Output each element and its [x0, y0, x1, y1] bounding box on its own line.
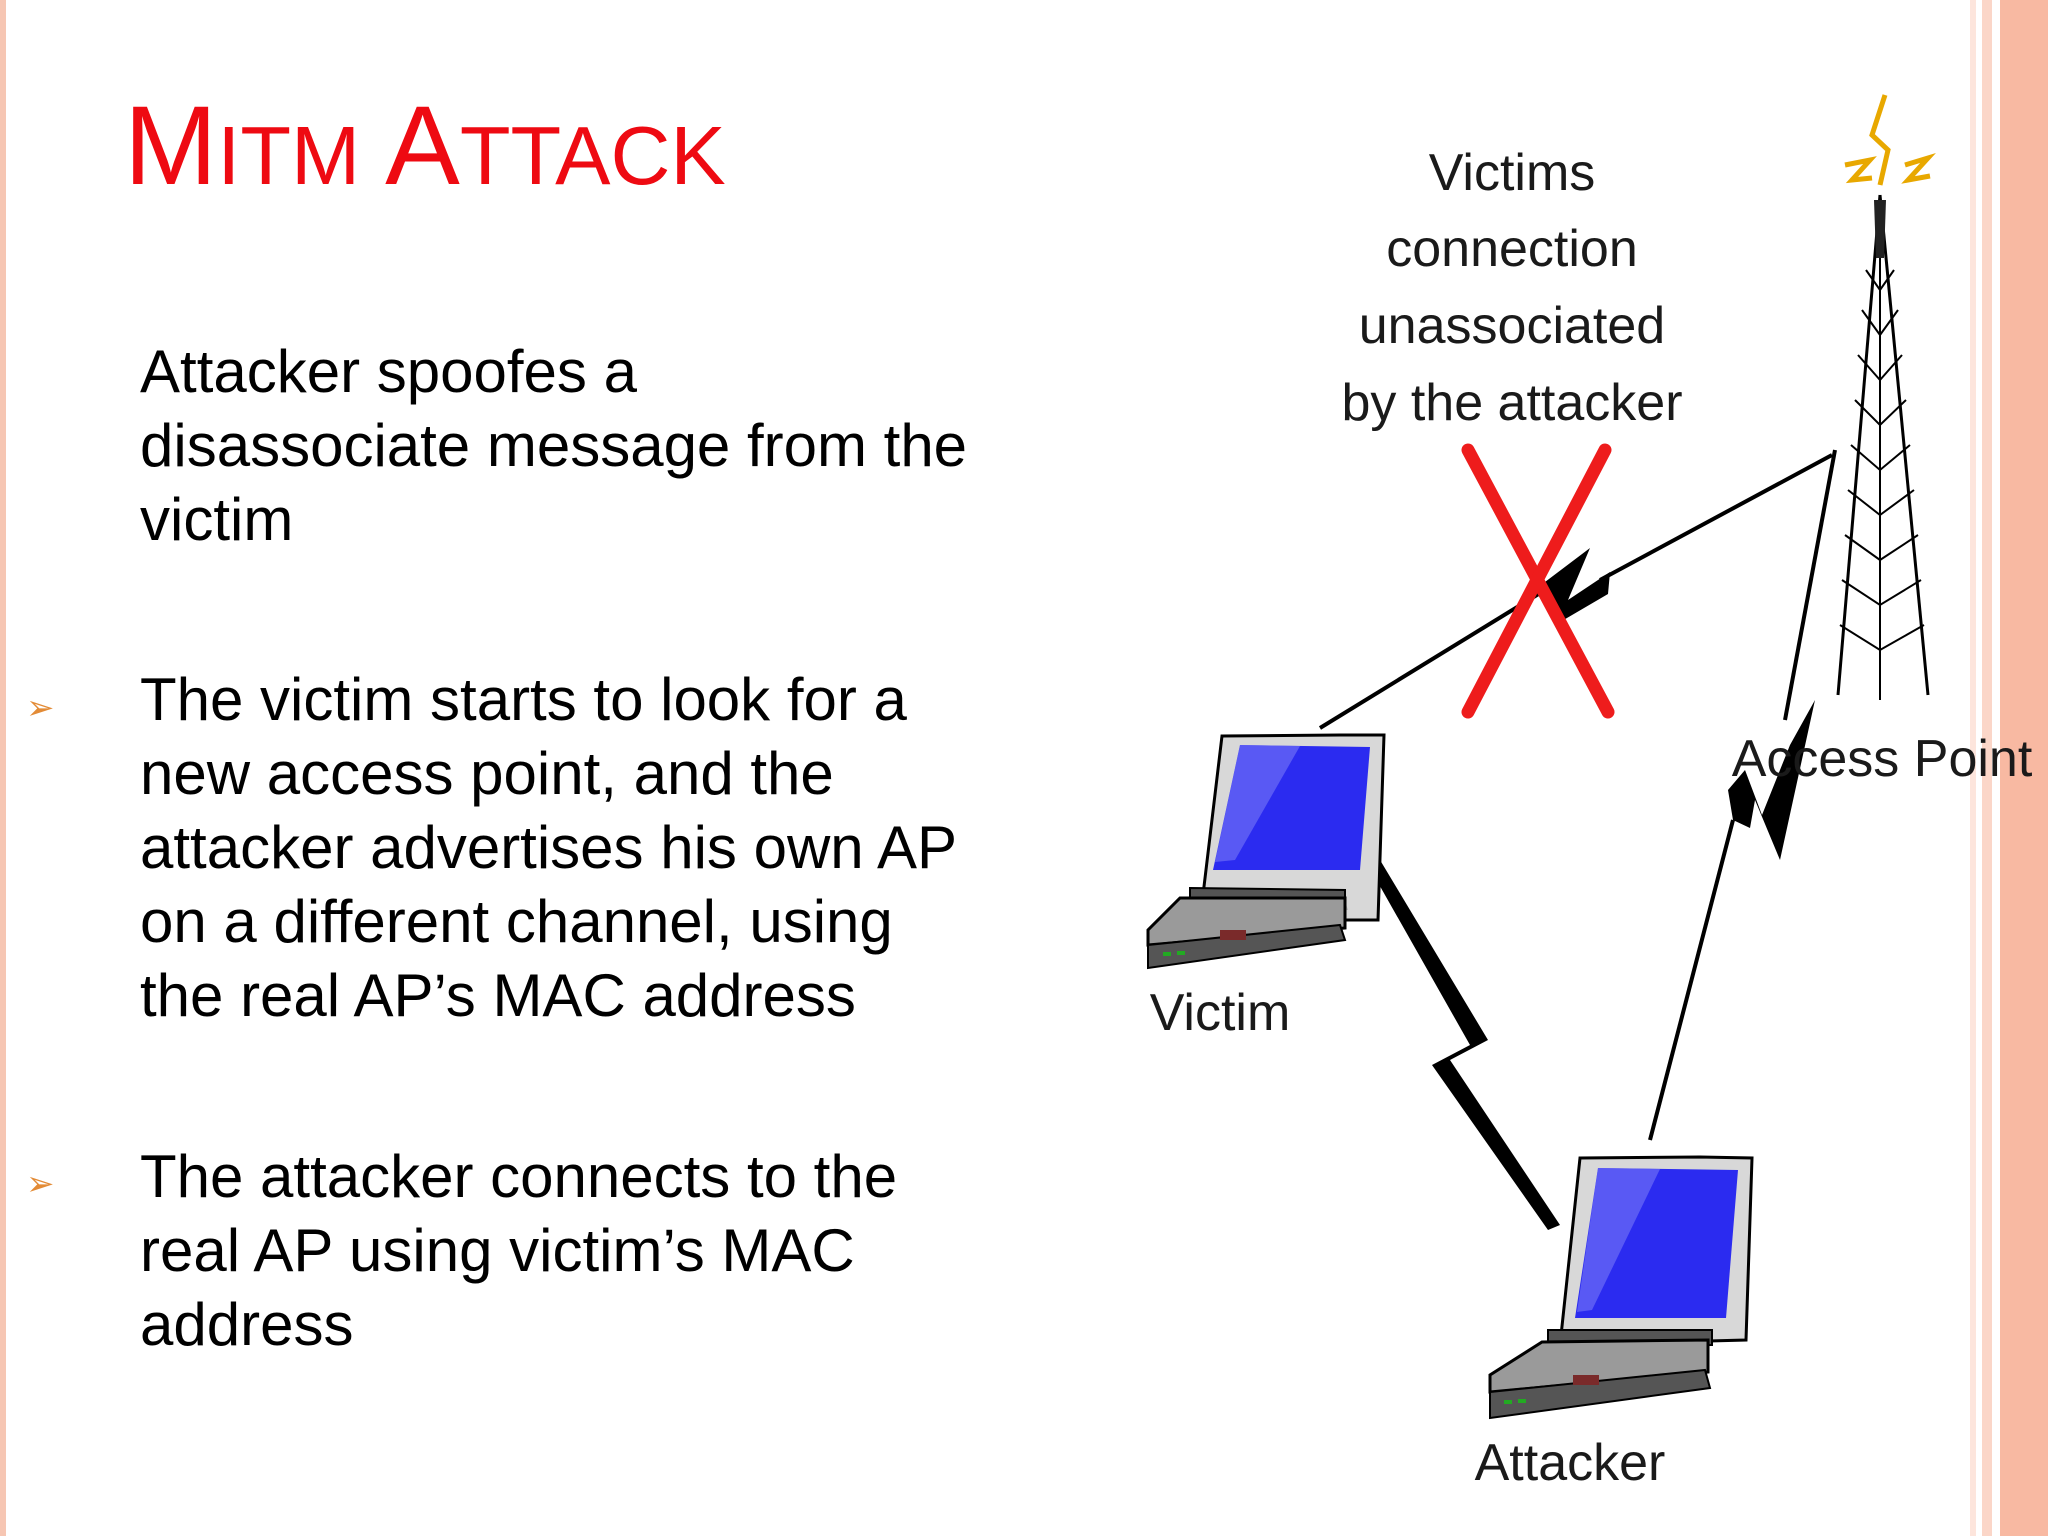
right-border-stripe [1970, 0, 1976, 1536]
right-border-stripe [1982, 0, 1992, 1536]
victim-attacker-lightning-link-icon [1368, 860, 1560, 1230]
paragraph-victim-search: The victim starts to look for a new acce… [140, 666, 958, 1029]
victim-ap-lightning-link-icon [1318, 453, 1833, 730]
attacker-laptop-icon [1488, 1155, 1754, 1420]
antenna-tower-icon [1836, 94, 1936, 700]
title-rest: TTACK [459, 109, 726, 202]
title-rest: ITM [217, 109, 361, 202]
paragraph-spoof: Attacker spoofes a disassociate message … [140, 338, 968, 553]
note-line: connection [1386, 220, 1638, 278]
note-line: Victims [1429, 144, 1596, 202]
left-border [0, 0, 6, 1536]
slide-title: MITM ATTACK [124, 90, 726, 202]
note-line: by the attacker [1341, 374, 1682, 432]
note-line: unassociated [1359, 297, 1665, 355]
victim-laptop-icon [1146, 733, 1386, 970]
paragraph-attacker-connects: The attacker connects to the real AP usi… [140, 1143, 898, 1358]
access-point-label: Access Point [1732, 730, 2033, 788]
attacker-label: Attacker [1475, 1434, 1666, 1492]
victim-label: Victim [1150, 984, 1291, 1042]
bullet-arrow-icon: ➢ [26, 689, 55, 727]
right-border-stripe [2000, 0, 2048, 1536]
cross-mark-icon [1461, 443, 1615, 719]
title-initial: M [124, 83, 218, 208]
attacker-ap-lightning-link-icon [1648, 449, 1837, 1141]
bullet-arrow-icon: ➢ [26, 1165, 55, 1203]
title-initial: A [385, 83, 460, 208]
